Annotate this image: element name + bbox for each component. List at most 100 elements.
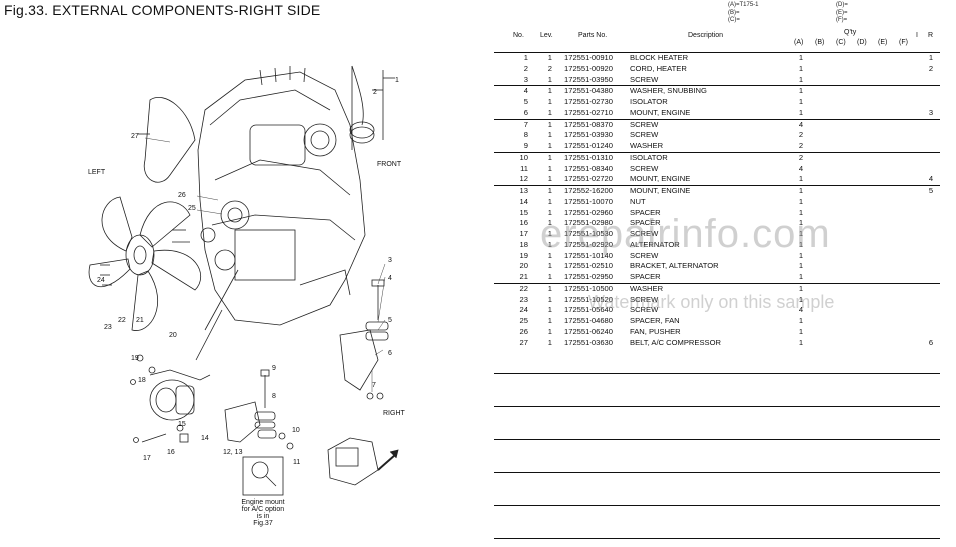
row-level: 1 [547,141,552,150]
row-qty-a: 2 [798,141,804,150]
callout-27: 27 [131,133,139,140]
row-qty-a: 1 [798,97,804,106]
row-part-number: 172551-10530 [564,229,613,238]
row-no: 23 [519,294,528,304]
row-no: 20 [519,261,528,271]
row-description: ISOLATOR [630,152,668,162]
row-description: SPACER [630,207,661,217]
row-part-number: 172551-02510 [564,261,613,271]
row-part-number: 172551-02730 [564,97,613,106]
row-no: 21 [519,272,528,281]
callout-20: 20 [169,332,177,339]
row-description: SCREW [630,163,659,173]
label-front: FRONT [377,161,402,168]
callout-25: 25 [188,205,196,212]
row-no: 27 [519,337,528,347]
row-level: 1 [547,250,552,260]
header-col-d: (D) [857,39,867,46]
figure-title: Fig.33. EXTERNAL COMPONENTS-RIGHT SIDE [4,2,321,18]
row-level: 1 [547,326,552,336]
row-qty-a: 1 [798,53,804,62]
row-part-number: 172551-10520 [564,294,613,304]
row-qty-a: 1 [798,250,804,260]
row-level: 1 [547,207,552,217]
row-no: 4 [523,86,528,96]
row-level: 1 [547,229,552,238]
callout-22: 22 [118,317,126,324]
label-right: RIGHT [383,410,406,417]
row-level: 1 [547,152,552,162]
row-reference: 6 [928,337,934,347]
row-part-number: 172551-10140 [564,250,613,260]
row-qty-a: 1 [798,272,804,281]
row-part-number: 172551-02710 [564,107,613,117]
header-r: R [928,32,934,39]
callout-24: 24 [97,277,105,284]
callout-11: 11 [293,459,300,466]
row-no: 8 [523,130,528,140]
row-description: SCREW [630,130,659,140]
row-level: 1 [547,283,552,293]
callout-4: 4 [388,275,392,282]
header-col-a: (A) [794,39,804,46]
row-description: FAN, PUSHER [630,326,681,336]
row-description: SCREW [630,250,659,260]
row-description: NUT [630,196,646,206]
row-no: 11 [520,163,528,173]
legend-column-2: (D)= (E)= (F)= [836,2,848,23]
row-part-number: 172551-03630 [564,337,613,347]
row-part-number: 172552-16200 [564,186,613,195]
callout-7: 7 [372,382,376,389]
note-line-3: is in [257,513,270,520]
row-qty-a: 2 [798,130,804,140]
row-description: SCREW [630,294,659,304]
row-part-number: 172551-10070 [564,196,613,206]
callout-10: 10 [292,427,300,434]
row-description: CORD, HEATER [630,63,687,73]
row-no: 6 [523,107,528,117]
row-qty-a: 1 [798,196,804,206]
row-description: ISOLATOR [630,97,668,106]
row-level: 1 [547,53,552,62]
row-part-number: 172551-05640 [564,305,613,315]
row-description: MOUNT, ENGINE [630,174,691,184]
callout-6: 6 [388,350,392,357]
ruled-line [494,439,940,440]
header-no: No. [513,32,524,39]
row-no: 13 [519,186,528,195]
header-qty: Q'ty [844,29,857,36]
callout-2: 2 [373,89,377,96]
header-parts-no: Parts No. [578,32,608,39]
row-description: SCREW [630,229,659,238]
row-description: BELT, A/C COMPRESSOR [630,337,722,347]
row-no: 5 [523,97,528,106]
row-no: 26 [519,326,528,336]
row-description: BLOCK HEATER [630,53,689,62]
row-description: SPACER [630,272,661,281]
row-part-number: 172551-08340 [564,163,613,173]
row-no: 24 [519,305,528,315]
row-level: 1 [547,294,552,304]
row-level: 1 [547,163,552,173]
note-line-1: Engine mount [241,499,284,506]
callout-19: 19 [131,355,139,362]
row-reference: 3 [928,107,934,117]
row-reference: 5 [928,186,934,195]
header-i: I [916,32,918,39]
row-level: 1 [547,261,552,271]
row-description: MOUNT, ENGINE [630,107,691,117]
callout-23: 23 [104,324,112,331]
watermark: erepairinfo.com [540,212,831,256]
